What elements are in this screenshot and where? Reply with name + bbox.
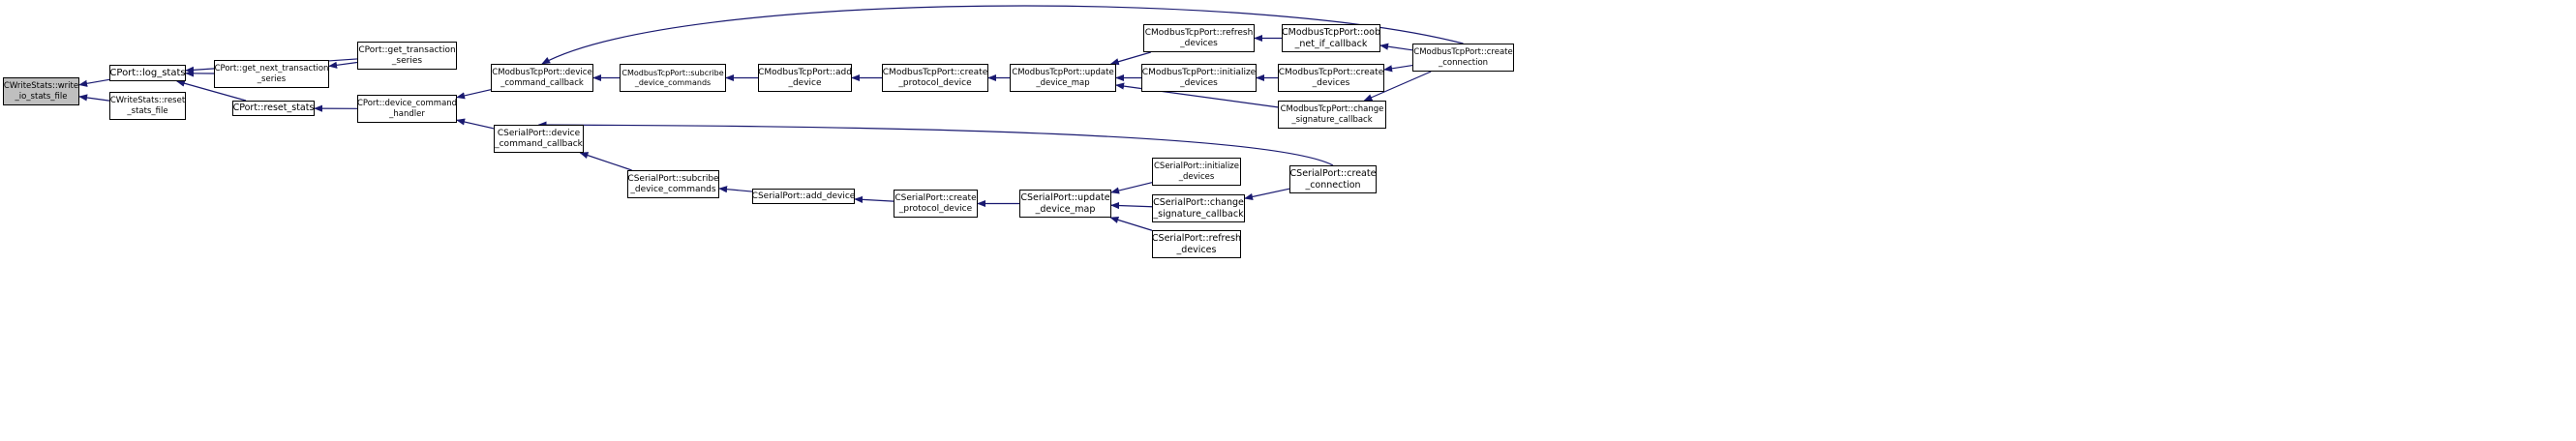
node-label-line: CPort::reset_stats [232, 103, 315, 114]
function-node[interactable]: CModbusTcpPort::create_connection [1412, 44, 1514, 72]
function-node[interactable]: CSerialPort::device_command_callback [494, 125, 584, 153]
node-label-line: CPort::get_next_transaction [214, 64, 329, 74]
function-node[interactable]: CModbusTcpPort::device_command_callback [491, 64, 593, 92]
node-label-line: _devices [1178, 171, 1215, 182]
edge-n12-to-n11 [1109, 51, 1151, 66]
edge-n19-to-n18 [579, 152, 632, 171]
node-label-line: CSerialPort::change [1153, 197, 1244, 209]
node-label-line: _device_map [1035, 203, 1096, 215]
node-label-line: CModbusTcpPort::change [1280, 104, 1384, 115]
edge-n21-to-n20 [854, 195, 894, 203]
edge-n26-to-n24 [1244, 188, 1290, 200]
function-node[interactable]: CModbusTcpPort::refresh_devices [1143, 24, 1255, 52]
edge-n4-to-n3 [328, 61, 358, 69]
node-label-line: _devices [1180, 77, 1218, 88]
node-label-line: _command_callback [500, 77, 584, 88]
edge-n20-to-n19 [718, 186, 753, 193]
node-label-line: CSerialPort::subcribe [627, 173, 719, 184]
edge-n1-to-n0 [78, 78, 110, 87]
node-label-line: CPort::log_stats [109, 67, 186, 78]
node-label-line: CPort::get_transaction [358, 44, 456, 55]
node-label-line: CPort::device_command [356, 99, 458, 109]
node-label-line: CSerialPort::update [1020, 192, 1110, 204]
node-label-line: _devices [1180, 38, 1218, 48]
node-label-line: CModbusTcpPort::update [1012, 68, 1114, 78]
function-node[interactable]: CSerialPort::refresh_devices [1152, 230, 1241, 258]
node-label-line: CSerialPort::add_device [751, 191, 856, 201]
function-node[interactable]: CSerialPort::create_connection [1289, 165, 1377, 193]
function-node[interactable]: CSerialPort::create_protocol_device [894, 190, 978, 218]
node-label-line: _io_stats_file [15, 91, 68, 102]
function-node[interactable]: CModbusTcpPort::create_devices [1278, 64, 1384, 92]
function-node[interactable]: CSerialPort::add_device [752, 189, 855, 204]
edge-n14-to-n13 [1379, 43, 1413, 51]
edge-n2-to-n0 [78, 94, 110, 102]
node-label-line: _protocol_device [898, 77, 972, 88]
function-node[interactable]: CModbusTcpPort::subcribe_device_commands [620, 64, 726, 92]
function-node[interactable]: CModbusTcpPort::update_device_map [1010, 64, 1116, 92]
root-function-node[interactable]: CWriteStats::write_io_stats_file [3, 77, 79, 105]
function-node[interactable]: CPort::device_command_handler [357, 95, 457, 123]
function-node[interactable]: CSerialPort::initialize_devices [1152, 158, 1241, 186]
node-label-line: _signature_callback [1153, 208, 1244, 220]
node-label-line: _command_callback [495, 138, 583, 149]
node-label-line: _device_map [1036, 77, 1090, 88]
node-label-line: CModbusTcpPort::subcribe [621, 68, 724, 77]
node-label-line: CModbusTcpPort::oob [1282, 27, 1381, 39]
node-label-line: _connection [1438, 57, 1489, 68]
edge-n5-to-n1 [175, 79, 247, 102]
function-node[interactable]: CPort::log_stats [109, 65, 186, 81]
node-label-line: _series [257, 74, 287, 84]
node-label-line: CSerialPort::device [497, 128, 581, 138]
function-node[interactable]: CModbusTcpPort::oob_net_if_callback [1282, 24, 1380, 52]
function-node[interactable]: CModbusTcpPort::initialize_devices [1141, 64, 1257, 92]
node-label-line: CModbusTcpPort::device [492, 68, 592, 78]
node-label-line: CSerialPort::refresh [1151, 233, 1242, 245]
node-label-line: _stats_file [127, 105, 168, 116]
function-node[interactable]: CSerialPort::subcribe_device_commands [627, 170, 719, 198]
function-node[interactable]: CPort::reset_stats [232, 101, 315, 116]
edge-n24-to-n22 [1110, 201, 1153, 210]
node-label-line: _signature_callback [1291, 114, 1373, 125]
node-label-line: _series [391, 55, 423, 66]
node-label-line: _connection [1305, 179, 1361, 191]
edge-n18-to-n6 [456, 118, 495, 130]
edge-n23-to-n22 [1110, 182, 1153, 194]
edge-n14-to-n16 [1383, 64, 1413, 73]
edge-n14-to-n7 [541, 5, 1464, 65]
edge-n14-to-n17 [1363, 71, 1432, 102]
function-node[interactable]: CPort::get_next_transaction_series [214, 60, 329, 88]
node-label-line: CWriteStats::reset [109, 96, 186, 106]
node-label-line: _protocol_device [898, 203, 973, 214]
node-label-line: _device [788, 77, 822, 88]
function-node[interactable]: CModbusTcpPort::change_signature_callbac… [1278, 101, 1386, 129]
edge-n25-to-n22 [1109, 216, 1153, 231]
function-node[interactable]: CModbusTcpPort::add_device [758, 64, 852, 92]
node-label-line: CModbusTcpPort::initialize [1141, 67, 1257, 77]
node-label-line: CModbusTcpPort::add [758, 67, 852, 77]
node-label-line: _devices [1176, 244, 1217, 255]
function-node[interactable]: CSerialPort::update_device_map [1019, 190, 1111, 218]
node-label-line: _handler [389, 108, 425, 119]
node-label-line: _devices [1312, 77, 1350, 88]
node-label-line: CSerialPort::create [1289, 168, 1377, 180]
edge-n26-to-n18 [537, 121, 1334, 166]
node-label-line: CWriteStats::write [3, 81, 79, 92]
function-node[interactable]: CModbusTcpPort::create_protocol_device [882, 64, 988, 92]
function-node[interactable]: CWriteStats::reset_stats_file [109, 92, 186, 120]
node-label-line: _net_if_callback [1294, 38, 1368, 49]
node-label-line: CSerialPort::create [894, 192, 977, 203]
node-label-line: CModbusTcpPort::create [1413, 47, 1513, 58]
node-label-line: CModbusTcpPort::refresh [1144, 27, 1254, 38]
node-label-line: CSerialPort::initialize [1154, 162, 1239, 172]
node-label-line: _device_commands [630, 184, 716, 194]
function-node[interactable]: CPort::get_transaction_series [357, 42, 457, 70]
node-label-line: CModbusTcpPort::create [1278, 67, 1384, 77]
node-label-line: CModbusTcpPort::create [882, 67, 988, 77]
function-node[interactable]: CSerialPort::change_signature_callback [1152, 194, 1245, 222]
node-label-line: _device_commands [634, 77, 712, 87]
edge-n7-to-n6 [456, 89, 492, 100]
